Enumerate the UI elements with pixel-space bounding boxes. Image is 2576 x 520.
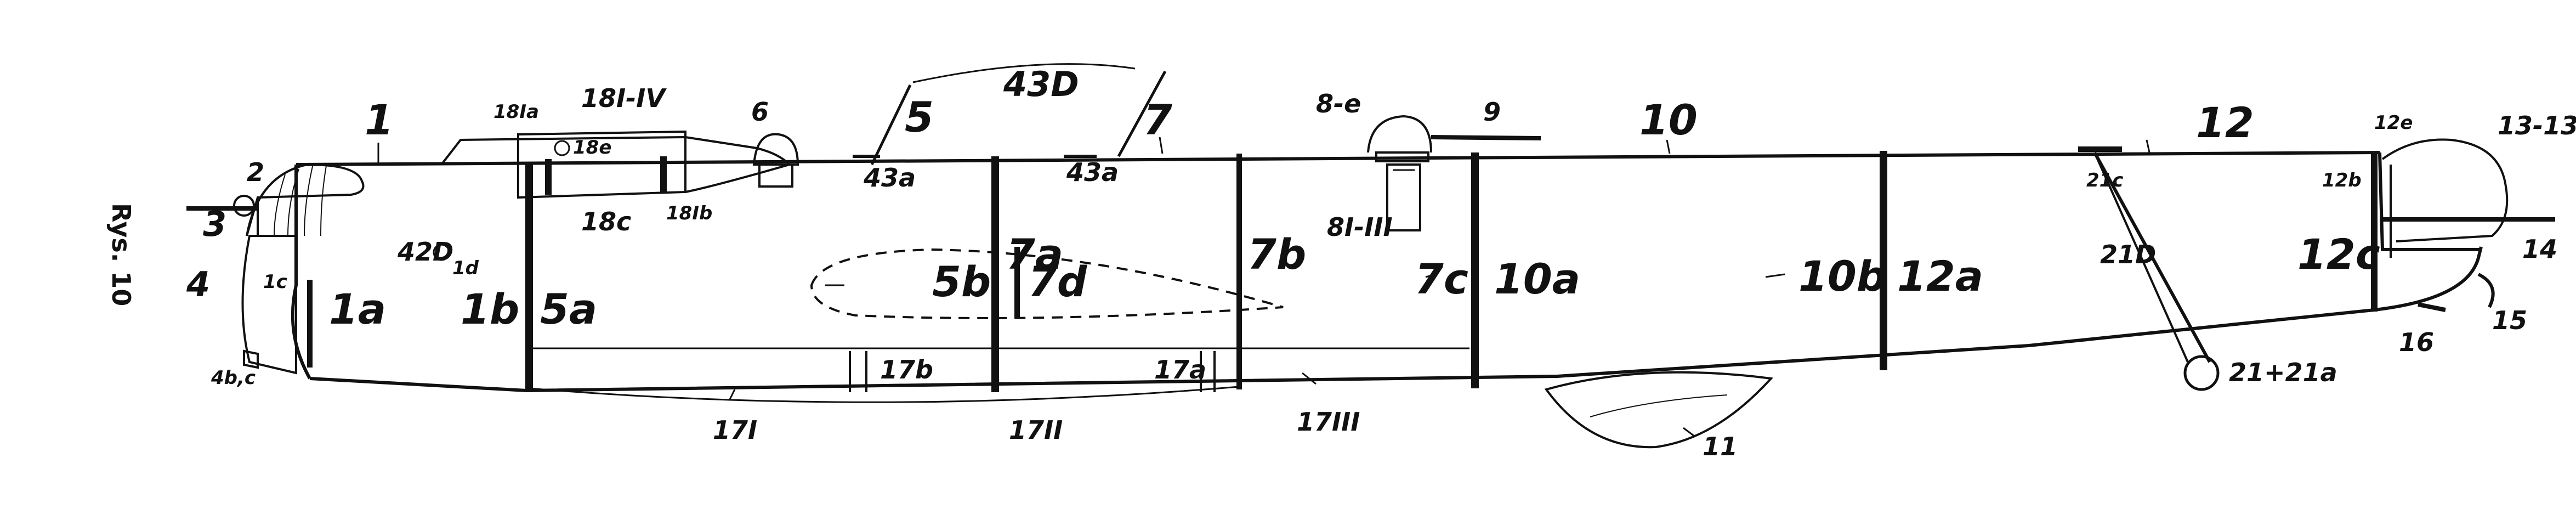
label-18a: 18Ia — [493, 101, 539, 123]
label-4: 4 — [186, 264, 210, 304]
label-21D: 21D — [2100, 240, 2156, 269]
label-15: 15 — [2492, 306, 2527, 335]
label-8: 8I-III — [1327, 212, 1393, 242]
ventral-fairing — [1544, 371, 1774, 449]
label-18c: 18c — [581, 207, 631, 236]
label-12e: 12e — [2374, 112, 2413, 134]
label-17III: 17III — [1297, 407, 1360, 437]
tail-section — [2380, 138, 2555, 312]
figure-label: Rys. 10 — [106, 203, 136, 306]
nose-gun — [186, 195, 258, 217]
label-10: 10 — [1639, 95, 1698, 144]
label-1b: 1b — [461, 285, 519, 334]
label-7: 7 — [1143, 95, 1172, 144]
label-42D: 42D — [397, 237, 453, 267]
floor-curve — [529, 386, 1240, 403]
labels: 1 2 3 4 4b,c 1c 1a 1d 42D 1b 5a 18Ia 18I… — [186, 64, 2576, 461]
label-14: 14 — [2522, 234, 2557, 264]
label-1d: 1d — [452, 257, 479, 279]
label-13: 13-13F — [2498, 111, 2576, 140]
label-4bc: 4b,c — [211, 367, 256, 389]
label-18: 18I-IV — [581, 83, 667, 113]
label-17II: 17II — [1009, 415, 1063, 445]
label-10a: 10a — [1494, 255, 1580, 303]
label-18b: 18Ib — [666, 202, 712, 224]
antenna — [853, 63, 1167, 166]
label-5: 5 — [905, 93, 934, 142]
label-12c: 12c — [2297, 230, 2380, 279]
label-6: 6 — [751, 97, 769, 127]
floor-springs — [849, 351, 1216, 392]
label-21c: 21c — [2086, 169, 2123, 191]
nose-section — [241, 235, 313, 375]
label-17I: 17I — [713, 415, 757, 445]
wing-section — [810, 248, 1284, 319]
label-1a: 1a — [329, 285, 386, 334]
label-5b: 5b — [932, 257, 991, 306]
label-11: 11 — [1703, 432, 1738, 461]
turret-gun — [1431, 135, 1541, 140]
label-7b: 7b — [1247, 230, 1306, 279]
label-7d: 7d — [1028, 257, 1088, 306]
label-17a: 17a — [1154, 355, 1206, 385]
dorsal-turret — [1367, 115, 1432, 231]
label-1c: 1c — [263, 271, 287, 293]
label-1: 1 — [365, 95, 394, 144]
label-12b: 12b — [2322, 169, 2362, 191]
label-10b: 10b — [1798, 252, 1886, 301]
label-17b: 17b — [880, 355, 933, 385]
label-8e: 8-e — [1316, 89, 1361, 118]
label-43a-1: 43a — [863, 163, 916, 193]
label-12a: 12a — [1897, 252, 1983, 301]
dome — [752, 133, 799, 188]
label-12: 12 — [2196, 98, 2254, 147]
label-3: 3 — [203, 204, 226, 244]
leader-lines — [377, 137, 2151, 437]
label-18e: 18e — [573, 137, 611, 159]
upper-fairing — [440, 130, 791, 199]
tail-wheel-strut — [2078, 146, 2220, 391]
canopy — [246, 163, 365, 236]
label-16: 16 — [2399, 327, 2434, 357]
label-2: 2 — [247, 157, 264, 187]
label-7c: 7c — [1415, 255, 1468, 303]
label-7a: 7a — [1006, 230, 1063, 279]
bulkheads — [525, 151, 2378, 392]
label-9: 9 — [1483, 97, 1501, 127]
label-21: 21+21a — [2229, 358, 2337, 387]
label-43D: 43D — [1003, 64, 1079, 104]
label-43a-2: 43a — [1066, 157, 1119, 187]
label-5a: 5a — [540, 285, 597, 334]
